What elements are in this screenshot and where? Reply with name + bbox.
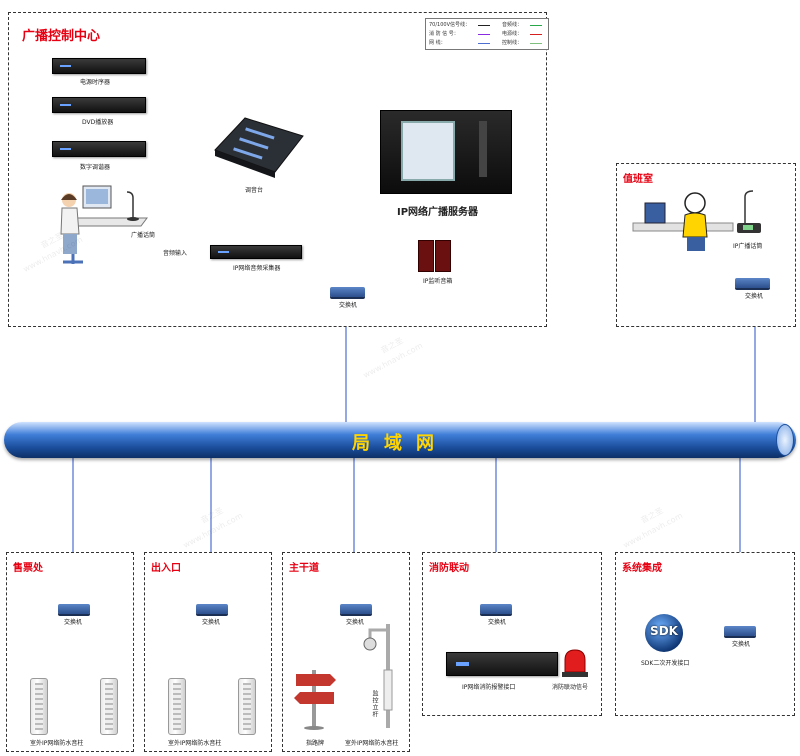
legend-label: 消 防 信 号：	[429, 31, 459, 37]
fire-switch	[480, 604, 512, 614]
monitor-speaker-right	[435, 240, 451, 272]
legend-swatch	[530, 25, 542, 26]
monitor-speaker-left	[418, 240, 434, 272]
fire-signal-label: 消防联动信号	[552, 684, 589, 691]
ticket-switch-label: 交换机	[64, 619, 83, 626]
dvd-player-label: DVD播放器	[82, 119, 114, 126]
integration-switch	[724, 626, 756, 636]
duty-operator-icon	[632, 190, 761, 251]
alarm-light-icon	[562, 649, 588, 677]
mixer-label: 调音台	[245, 187, 264, 194]
monitor-speaker-label: IP监听音箱	[423, 278, 453, 285]
server-label: IP网络广播服务器	[397, 207, 479, 218]
entrance-speaker-left	[168, 678, 186, 735]
ticket-office-title: 售票处	[13, 563, 43, 574]
duty-mic-label: IP广播话筒	[733, 243, 763, 250]
legend-label: 电源线：	[502, 31, 523, 37]
integration-switch-label: 交换机	[732, 641, 751, 648]
power-sequencer-device	[52, 58, 146, 74]
monitor-pole-label: 监控立杆	[371, 690, 378, 718]
sdk-label: SDK二次开发接口	[641, 660, 690, 667]
lan-label: 局域网	[352, 433, 448, 454]
legend-label: 音频线：	[502, 22, 523, 28]
server-screen	[401, 121, 455, 181]
system-integration-title: 系统集成	[622, 563, 662, 574]
fire-linkage-panel: 消防联动	[422, 552, 602, 716]
dvd-player-device	[52, 97, 146, 113]
duty-room-switch-label: 交换机	[745, 293, 764, 300]
legend-swatch	[530, 34, 542, 35]
legend-swatch	[478, 43, 490, 44]
digital-tuner-label: 数字调谐器	[80, 164, 111, 171]
fire-alarm-box	[446, 652, 558, 676]
legend-swatch	[478, 34, 490, 35]
legend-label: 70/100V信号线：	[429, 22, 471, 28]
sdk-globe-icon: SDK	[645, 614, 683, 652]
ip-capture-label: IP网络音频采集器	[233, 265, 281, 272]
legend: 70/100V信号线： 音频线： 消 防 信 号： 电源线： 网 线： 控制线：	[425, 18, 549, 50]
entrance-switch	[196, 604, 228, 614]
operator-icon	[60, 185, 148, 264]
backbone-end-cap	[776, 424, 794, 456]
legend-label: 控制线：	[502, 40, 523, 46]
ticket-switch	[58, 604, 90, 614]
digital-tuner-device	[52, 141, 146, 157]
ticket-speaker-left	[30, 678, 48, 735]
duty-room-switch	[735, 278, 770, 288]
audio-input-label: 音频输入	[163, 250, 188, 257]
entrance-title: 出入口	[151, 563, 181, 574]
duty-room-title: 值班室	[623, 174, 653, 185]
legend-swatch	[530, 43, 542, 44]
direction-sign-icon	[294, 670, 336, 730]
direction-sign-label: 指路牌	[306, 740, 325, 747]
main-road-switch	[340, 604, 372, 614]
main-road-switch-label: 交换机	[346, 619, 365, 626]
control-center-switch	[330, 287, 365, 297]
ticket-speaker-right	[100, 678, 118, 735]
monitor-pole-icon	[363, 624, 393, 728]
system-integration-panel: 系统集成	[615, 552, 795, 716]
duty-room-panel: 值班室	[616, 163, 796, 327]
network-drop	[72, 458, 741, 626]
entrance-switch-label: 交换机	[202, 619, 221, 626]
main-road-speakers-label: 室外IP网络防水音柱	[345, 740, 399, 747]
control-center-switch-label: 交换机	[339, 302, 358, 309]
mixer-device	[214, 117, 304, 178]
server-handle	[479, 121, 487, 177]
paging-mic-label: 广播话筒	[131, 232, 156, 239]
entrance-speakers-label: 室外IP网络防水音柱	[168, 740, 222, 747]
entrance-speaker-right	[238, 678, 256, 735]
ticket-speakers-label: 室外IP网络防水音柱	[30, 740, 84, 747]
broadcast-server-device	[380, 110, 512, 194]
sdk-logo-text: SDK	[650, 624, 678, 638]
main-road-title: 主干道	[289, 563, 319, 574]
lan-backbone: 局域网	[4, 422, 796, 458]
power-sequencer-label: 电源时序器	[80, 79, 111, 86]
fire-linkage-title: 消防联动	[429, 563, 469, 574]
ip-capture-device	[210, 245, 302, 259]
control-center-title: 广播控制中心	[22, 29, 101, 44]
fire-alarm-box-label: IP网络消防报警接口	[462, 684, 516, 691]
legend-label: 网 线：	[429, 40, 446, 46]
legend-swatch	[478, 25, 490, 26]
fire-switch-label: 交换机	[488, 619, 507, 626]
